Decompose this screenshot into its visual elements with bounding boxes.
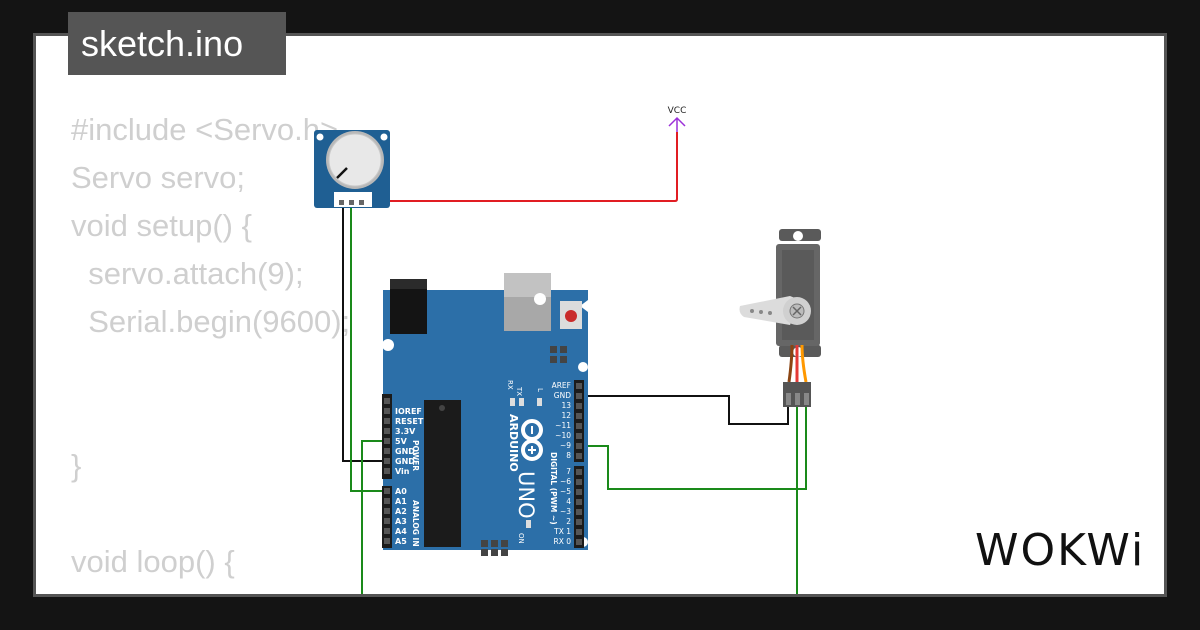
pin-label-8: 8 — [566, 451, 571, 460]
pin-label-gnd-digital: GND — [554, 391, 571, 400]
pot-pin-label-vcc: VCC — [359, 193, 368, 198]
arduino-model-text: UNO — [514, 471, 538, 519]
arduino-brand-text: ARDUINO — [507, 414, 520, 472]
code-line: void setup() { — [71, 208, 252, 243]
led-on-label: ON — [517, 533, 525, 544]
code-line: } — [71, 448, 82, 483]
wire-5v-green[interactable] — [361, 440, 390, 594]
pin-label-1: TX 1 — [553, 527, 571, 536]
led-tx — [510, 398, 515, 406]
pin-label-12: 12 — [561, 411, 571, 420]
pot-knob[interactable] — [328, 133, 382, 187]
diagram-canvas: #include <Servo.h>Servo servo;void setup… — [33, 33, 1167, 597]
wires — [342, 132, 807, 594]
potentiometer[interactable]: GND SIG VCC — [314, 130, 390, 208]
pin-label-a2: A2 — [395, 507, 407, 516]
wire-pot-gnd-black[interactable] — [342, 201, 390, 462]
pin-label-10: ~10 — [555, 431, 571, 440]
pin-label-gnd2: GND — [395, 457, 415, 466]
pin-label-vin: Vin — [395, 467, 410, 476]
code-line: int pot = analogRead(A0); — [71, 586, 442, 594]
pin-label-5: ~5 — [560, 487, 571, 496]
pin-label-a1: A1 — [395, 497, 407, 506]
code-line: Servo servo; — [71, 160, 246, 195]
code-line: Serial.begin(9600); — [71, 304, 351, 339]
pin-label-9: ~9 — [560, 441, 571, 450]
pin-label-a3: A3 — [395, 517, 407, 526]
pin-label-3: ~3 — [560, 507, 571, 516]
power-section-label: POWER — [411, 440, 420, 471]
pin-label-aref: AREF — [552, 381, 571, 390]
pot-pin-label-gnd: GND — [336, 193, 345, 198]
vcc-label: VCC — [668, 106, 687, 116]
wire-servo-gnd-black[interactable] — [578, 395, 789, 425]
led-l-label: L — [536, 388, 544, 392]
pin-label-3v3: 3.3V — [395, 427, 416, 436]
led-tx-label: TX — [515, 386, 523, 396]
pin-label-5v: 5V — [395, 437, 408, 446]
pin-label-2: 2 — [566, 517, 571, 526]
led-rx — [519, 398, 524, 406]
led-l — [537, 398, 542, 406]
vcc-symbol[interactable]: VCC — [668, 106, 687, 132]
arduino-uno-board[interactable]: IOREF RESET 3.3V 5V GND GND Vin A0 A1 A2… — [382, 273, 588, 556]
power-header[interactable] — [382, 394, 392, 479]
pin-label-4: 4 — [566, 497, 571, 506]
atmega-chip — [424, 400, 461, 547]
digital-section-label: DIGITAL (PWM ~) — [549, 452, 558, 525]
wire-servo-signal-green[interactable] — [578, 406, 807, 490]
file-tab[interactable]: sketch.ino — [68, 12, 286, 75]
pin-label-ioref: IOREF — [395, 407, 422, 416]
analog-header[interactable] — [382, 486, 392, 548]
analog-section-label: ANALOG IN — [411, 500, 420, 547]
arduino-infinity-logo — [521, 419, 543, 461]
pot-pin-label-sig: SIG — [349, 193, 356, 198]
digital-header-bottom[interactable] — [574, 466, 584, 548]
pin-label-0: RX 0 — [553, 537, 571, 546]
code-line: servo.attach(9); — [71, 256, 304, 291]
wire-vcc-red[interactable] — [360, 132, 678, 202]
wokwi-logo: WOKWi — [975, 525, 1146, 576]
pin-label-6: ~6 — [560, 477, 571, 486]
led-rx-label: RX — [506, 380, 514, 390]
pin-label-a5: A5 — [395, 537, 407, 546]
servo-motor[interactable] — [739, 229, 822, 407]
digital-header-top[interactable] — [574, 380, 584, 462]
pin-label-gnd1: GND — [395, 447, 415, 456]
pin-label-a4: A4 — [395, 527, 407, 536]
code-line: void loop() { — [71, 544, 235, 579]
led-on — [526, 520, 531, 528]
pin-label-a0: A0 — [395, 487, 407, 496]
pin-label-11: ~11 — [555, 421, 571, 430]
wire-pot-sig-green[interactable] — [350, 201, 390, 492]
pin-label-7: 7 — [566, 467, 571, 476]
pin-label-reset: RESET — [395, 417, 424, 426]
pin-label-13: 13 — [561, 401, 571, 410]
